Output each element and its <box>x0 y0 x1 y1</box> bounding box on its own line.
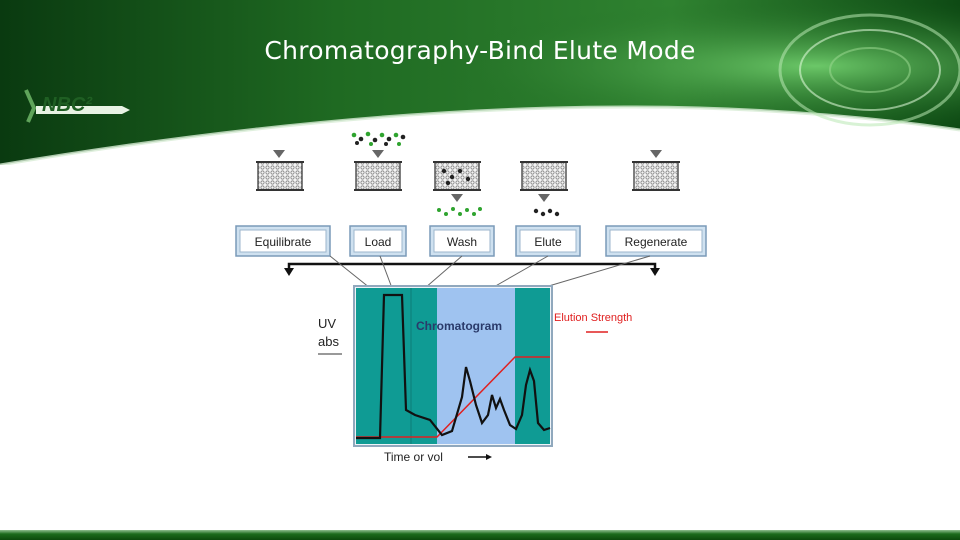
bind-elute-diagram: Equilibrate Load Wash Elute Regenerate <box>235 131 707 464</box>
sample-mixture-icon <box>351 131 406 146</box>
step-label-equilibrate: Equilibrate <box>255 235 312 249</box>
phase-leader-lines <box>329 255 651 289</box>
column-wash <box>433 161 482 216</box>
instrument-image <box>778 13 960 127</box>
step-wash: Wash <box>429 225 495 257</box>
nbc2-logo: NBC² <box>24 89 130 123</box>
step-equilibrate: Equilibrate <box>235 225 331 257</box>
elution-strength-line <box>356 356 550 438</box>
column-regenerate <box>632 150 680 191</box>
footer-bar <box>0 530 960 540</box>
x-axis-arrow-icon <box>486 454 492 460</box>
column-elute <box>520 161 568 217</box>
step-label-regenerate: Regenerate <box>625 235 688 249</box>
column-equilibrate <box>256 150 304 191</box>
phase-wash-elute <box>437 288 515 444</box>
impurities-out-icon <box>437 207 482 216</box>
y-axis-label-uv: UV <box>318 316 336 331</box>
y-axis-label-abs: abs <box>318 334 339 349</box>
uv-trace <box>356 293 551 440</box>
eluted-protein-icon <box>533 208 560 217</box>
slide-header: Chromatography-Bind Elute Mode NBC² <box>0 0 960 167</box>
bound-protein-icon <box>441 168 471 186</box>
step-label-load: Load <box>365 235 392 249</box>
step-elute: Elute <box>515 225 581 257</box>
x-axis-label: Time or vol <box>384 450 443 464</box>
step-regenerate: Regenerate <box>605 225 707 257</box>
page-title: Chromatography-Bind Elute Mode <box>264 36 696 65</box>
logo-text: NBC² <box>42 94 93 116</box>
step-label-elute: Elute <box>534 235 562 249</box>
column-load <box>351 131 406 191</box>
step-load: Load <box>349 225 407 257</box>
legend-elution-strength: Elution Strength <box>554 312 632 324</box>
chromatogram-title: Chromatogram <box>416 319 502 333</box>
header-background <box>0 0 960 167</box>
chromatogram: Chromatogram <box>353 285 553 447</box>
step-label-wash: Wash <box>447 235 477 249</box>
cycle-arrow <box>284 262 660 276</box>
